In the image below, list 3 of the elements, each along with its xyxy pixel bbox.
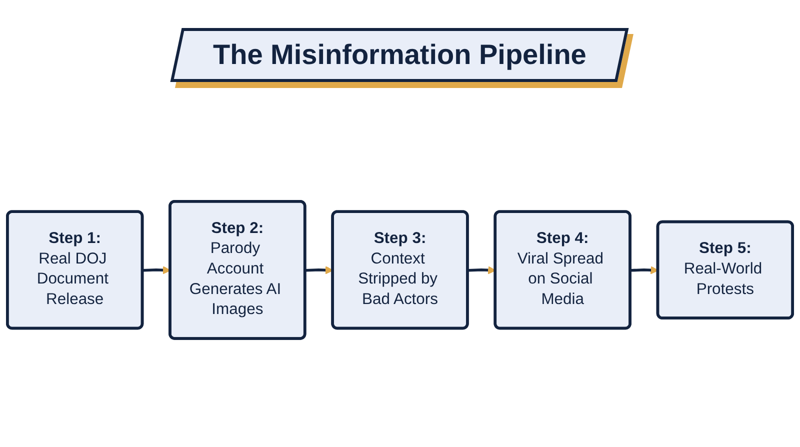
arrow <box>305 266 334 274</box>
diagram-title: The Misinformation Pipeline <box>213 39 587 71</box>
arrow <box>468 266 496 274</box>
